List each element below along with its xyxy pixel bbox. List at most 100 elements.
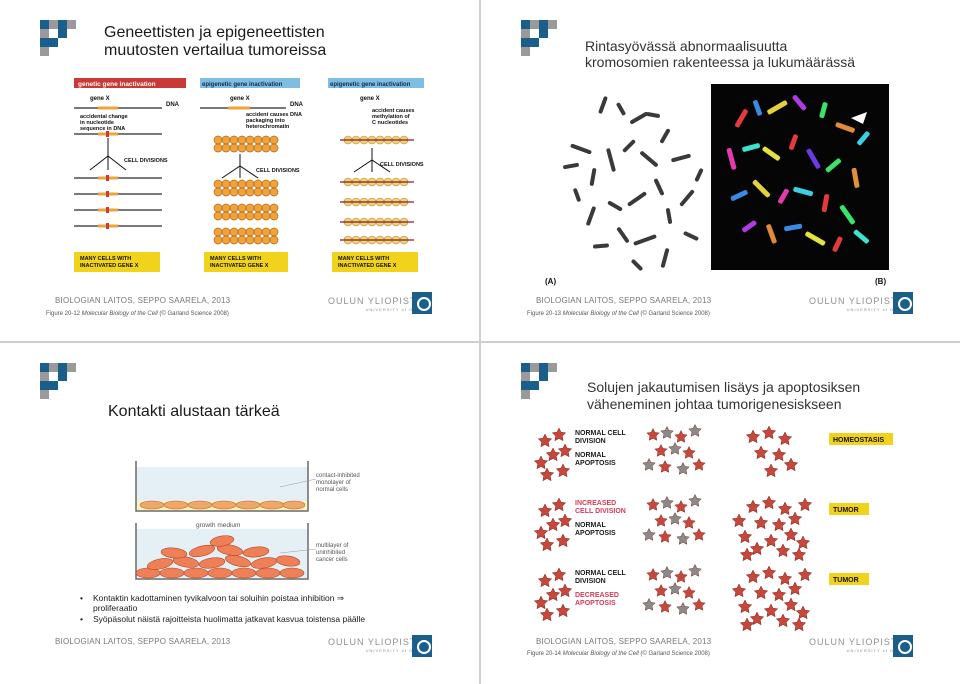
figure-reference: Figure 20-14 Molecular Biology of the Ce…	[527, 651, 710, 657]
copyright: (© Garland Science 2008)	[159, 311, 229, 317]
outcome-label: TUMOR	[833, 507, 859, 514]
outcome-label: HOMEOSTASIS	[833, 437, 885, 444]
bullet-list: Kontaktin kadottaminen tyvikalvoon tai s…	[80, 593, 365, 625]
result-line: MANY CELLS WITH	[338, 256, 389, 262]
outcome-box	[829, 503, 869, 515]
outcome-label: TUMOR	[833, 577, 859, 584]
university-wordmark: OULUN YLIOPISTO UNIVERSITY of OULU	[328, 296, 424, 312]
copyright: (© Garland Science 2008)	[640, 651, 710, 657]
university-name: OULUN YLIOPISTO	[809, 637, 906, 647]
figure-number: Figure 20-13	[527, 311, 562, 317]
growth-medium-label: growth medium	[196, 522, 240, 529]
slide-contact-inhibition: Kontakti alustaan tärkeä contact-inhibit…	[0, 343, 479, 684]
footer-credit: BIOLOGIAN LAITOS, SEPPO SAARELA, 2013	[536, 296, 712, 305]
university-sub: UNIVERSITY of OULU	[846, 307, 906, 312]
book-title: Molecular Biology of the Cell	[81, 311, 158, 317]
division-label: DIVISION	[575, 578, 606, 585]
title-line-1: Rintasyövässä abnormaalisuutta	[585, 38, 788, 54]
panel-header: epigenetic gene inactivation	[202, 82, 283, 88]
university-crest-icon	[893, 292, 913, 314]
note-line: sequence in DNA	[80, 126, 125, 132]
divisions-label: CELL DIVISIONS	[124, 158, 168, 164]
top-label-line: normal cells	[316, 487, 348, 493]
figure-reference: Figure 20-13 Molecular Biology of the Ce…	[527, 311, 710, 317]
spectral-karyotype-panel	[711, 84, 889, 270]
university-wordmark: OULUN YLIOPISTO UNIVERSITY of OULU	[809, 637, 905, 653]
title-line-2: muutosten vertailua tumoreissa	[104, 42, 327, 59]
dna-label: DNA	[290, 102, 304, 108]
book-title: Molecular Biology of the Cell	[562, 651, 639, 657]
university-crest-icon	[412, 292, 432, 314]
outcome-box	[829, 433, 893, 445]
university-wordmark: OULUN YLIOPISTO UNIVERSITY of OULU	[328, 637, 424, 653]
bottom-label-line: cancer cells	[316, 557, 348, 563]
figure-number: Figure 20-14	[527, 651, 562, 657]
university-crest-icon	[893, 635, 913, 657]
panel-epigenetic-methylation: epigenetic gene inactivation gene X acci…	[328, 78, 424, 272]
note-line: heterochromatin	[246, 124, 290, 130]
title-line-1: Solujen jakautumisen lisäys ja apoptosik…	[587, 379, 861, 395]
top-label-line: monolayer of	[316, 480, 351, 486]
outcome-box	[829, 573, 869, 585]
note-line: accident causes DNA	[246, 112, 302, 118]
division-label: DIVISION	[575, 438, 606, 445]
note-line: in nucleotide	[80, 120, 114, 126]
slide-title: Geneettisten ja epigeneettisten muutoste…	[104, 24, 326, 60]
university-wordmark: OULUN YLIOPISTO UNIVERSITY of OULU	[809, 296, 905, 312]
bottom-label-line: uninhibited	[316, 550, 345, 556]
note-line: accidental change	[80, 114, 128, 120]
book-title: Molecular Biology of the Cell	[562, 311, 639, 317]
division-label: NORMAL CELL	[575, 570, 627, 577]
university-sub: UNIVERSITY of OULU	[365, 648, 425, 653]
apoptosis-label: APOPTOSIS	[575, 600, 616, 607]
title-line-2: väheneminen johtaa tumorigenesiskseen	[587, 396, 842, 412]
division-label: INCREASED	[575, 500, 616, 507]
bullet-item: Syöpäsolut näistä rajoitteista huolimatt…	[80, 614, 365, 624]
figure-reference: Figure 20-12 Molecular Biology of the Ce…	[46, 311, 229, 317]
apoptosis-label: APOPTOSIS	[575, 460, 616, 467]
apoptosis-label: DECREASED	[575, 592, 619, 599]
slide-genetic-epigenetic: Geneettisten ja epigeneettisten muutoste…	[0, 0, 479, 341]
university-name: OULUN YLIOPISTO	[328, 296, 425, 306]
karyotype-color	[726, 94, 870, 252]
university-sub: UNIVERSITY of OULU	[846, 648, 906, 653]
university-sub: UNIVERSITY of OULU	[365, 307, 425, 312]
slide-tumorigenesis: Solujen jakautumisen lisäys ja apoptosik…	[481, 343, 960, 684]
department-logo-icon	[521, 363, 557, 399]
copyright: (© Garland Science 2008)	[640, 311, 710, 317]
result-line: MANY CELLS WITH	[210, 256, 261, 262]
slide-title: Solujen jakautumisen lisäys ja apoptosik…	[587, 379, 860, 413]
footer-credit: BIOLOGIAN LAITOS, SEPPO SAARELA, 2013	[55, 296, 231, 305]
result-line: INACTIVATED GENE X	[80, 263, 139, 269]
slide-title: Kontakti alustaan tärkeä	[108, 403, 280, 421]
gene-label: gene X	[230, 96, 250, 102]
note-line: packaging into	[246, 118, 285, 124]
contact-inhibition-figure: contact-inhibited monolayer of normal ce…	[135, 461, 360, 580]
bullet-item: Kontaktin kadottaminen tyvikalvoon tai s…	[80, 593, 365, 613]
result-line: INACTIVATED GENE X	[338, 263, 397, 269]
panel-header: genetic gene inactivation	[78, 81, 156, 88]
university-crest-icon	[412, 635, 432, 657]
bottom-label-line: multilayer of	[316, 543, 349, 549]
gene-inactivation-figure: genetic gene inactivation gene X DNA acc…	[74, 78, 424, 272]
slide-title: Rintasyövässä abnormaalisuutta kromosomi…	[585, 38, 855, 70]
gene-label: gene X	[90, 96, 110, 102]
department-logo-icon	[40, 20, 76, 56]
result-line: INACTIVATED GENE X	[210, 263, 269, 269]
title-line-1: Geneettisten ja epigeneettisten	[104, 24, 325, 41]
bullet-text: Kontaktin kadottaminen tyvikalvoon tai s…	[93, 593, 344, 603]
gene-label: gene X	[360, 96, 380, 102]
note-line: accident causes	[372, 108, 415, 114]
note-line: methylation of	[372, 114, 410, 120]
panel-b-label: (B)	[875, 277, 886, 286]
panel-a-label: (A)	[545, 277, 556, 286]
department-logo-icon	[521, 20, 557, 56]
footer-credit: BIOLOGIAN LAITOS, SEPPO SAARELA, 2013	[536, 637, 712, 646]
title-line-2: kromosomien rakenteessa ja lukumäärässä	[585, 54, 856, 70]
vertical-divider	[479, 0, 481, 684]
panel-genetic: genetic gene inactivation gene X DNA acc…	[74, 78, 186, 272]
slide-chromosome-abnormalities: Rintasyövässä abnormaalisuutta kromosomi…	[481, 0, 960, 341]
division-label: NORMAL CELL	[575, 430, 627, 437]
footer-credit: BIOLOGIAN LAITOS, SEPPO SAARELA, 2013	[55, 637, 231, 646]
